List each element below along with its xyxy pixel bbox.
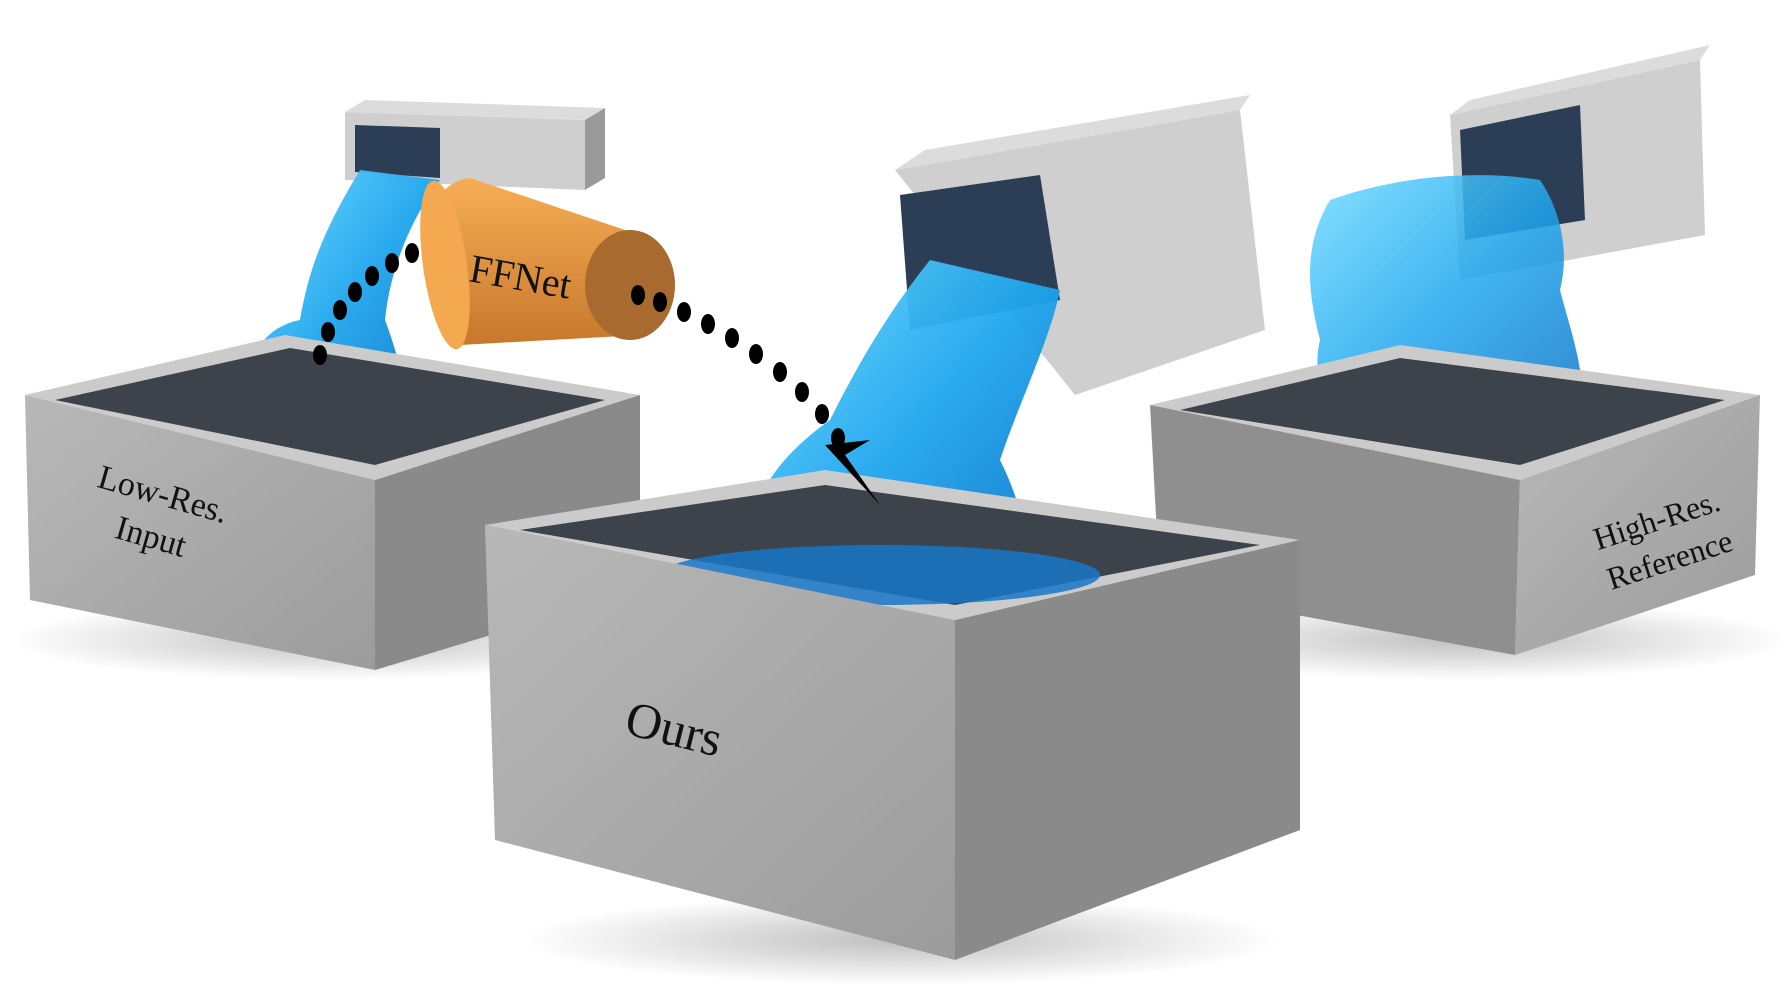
arrow-head-icon: [825, 440, 880, 505]
input-dotted-path: [313, 243, 419, 365]
ours-group: Ours: [485, 95, 1300, 985]
low-res-spout: [345, 100, 605, 190]
output-dotted-arrow: [631, 285, 880, 505]
ffnet-network: FFNet: [420, 178, 675, 350]
ours-box: [485, 470, 1300, 960]
